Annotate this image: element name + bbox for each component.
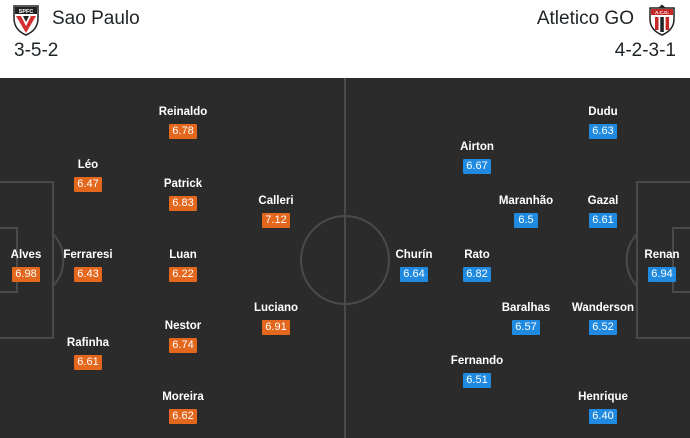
player-name: Churín <box>395 249 433 261</box>
player-rating: 6.52 <box>589 320 617 335</box>
player-rating: 6.61 <box>589 213 617 228</box>
player-rating: 6.74 <box>169 338 197 353</box>
away-player[interactable]: Churín 6.64 <box>374 249 454 282</box>
player-name: Wanderson <box>571 302 635 314</box>
pitch: Alves 6.98 Léo 6.47 Ferraresi 6.43 Rafin… <box>0 78 690 438</box>
player-rating: 6.61 <box>74 355 102 370</box>
player-name: Luciano <box>253 302 299 314</box>
home-player[interactable]: Alves 6.98 <box>0 249 66 282</box>
away-player[interactable]: Airton 6.67 <box>437 141 517 174</box>
player-name: Moreira <box>162 391 204 403</box>
away-player[interactable]: Baralhas 6.57 <box>486 302 566 335</box>
player-rating: 6.22 <box>169 267 197 282</box>
player-name: Patrick <box>163 178 203 190</box>
home-formation: 3-5-2 <box>14 40 59 61</box>
player-name: Fernando <box>450 355 504 367</box>
player-name: Calleri <box>258 195 294 207</box>
home-player[interactable]: Ferraresi 6.43 <box>48 249 128 282</box>
player-rating: 6.40 <box>589 409 617 424</box>
home-player[interactable]: Patrick 6.83 <box>143 178 223 211</box>
home-team-name[interactable]: Sao Paulo <box>52 8 140 29</box>
player-rating: 6.67 <box>463 159 491 174</box>
player-rating: 6.43 <box>74 267 102 282</box>
atletico-go-crest-icon: A.C.G. <box>649 4 675 36</box>
player-rating: 6.5 <box>514 213 538 228</box>
pitch-markings <box>0 78 690 438</box>
home-player[interactable]: Moreira 6.62 <box>143 391 223 424</box>
player-rating: 6.98 <box>12 267 40 282</box>
player-rating: 6.91 <box>262 320 290 335</box>
player-rating: 6.47 <box>74 177 102 192</box>
player-rating: 6.83 <box>169 196 197 211</box>
player-rating: 6.62 <box>169 409 197 424</box>
player-name: Léo <box>77 159 99 171</box>
player-rating: 6.64 <box>400 267 428 282</box>
player-name: Dudu <box>588 106 618 118</box>
player-name: Airton <box>460 141 494 153</box>
player-rating: 6.57 <box>512 320 540 335</box>
home-player[interactable]: Luciano 6.91 <box>236 302 316 335</box>
home-player[interactable]: Léo 6.47 <box>48 159 128 192</box>
home-player[interactable]: Reinaldo 6.78 <box>143 106 223 139</box>
away-formation: 4-2-3-1 <box>614 40 676 61</box>
home-player[interactable]: Calleri 7.12 <box>236 195 316 228</box>
player-name: Reinaldo <box>158 106 208 118</box>
away-player[interactable]: Fernando 6.51 <box>437 355 517 388</box>
sao-paulo-crest-icon: SPFC <box>13 5 39 36</box>
player-name: Ferraresi <box>63 249 113 261</box>
player-rating: 6.51 <box>463 373 491 388</box>
player-name: Luan <box>169 249 197 261</box>
player-rating: 6.94 <box>648 267 676 282</box>
match-header: SPFC Sao Paulo 3-5-2 Atletico GO A.C.G. … <box>0 0 690 78</box>
atletico-go-crest-text: A.C.G. <box>655 10 669 15</box>
sao-paulo-crest-text: SPFC <box>19 9 34 15</box>
player-name: Maranhão <box>498 195 554 207</box>
player-name: Renan <box>644 249 680 261</box>
home-player[interactable]: Nestor 6.74 <box>143 320 223 353</box>
away-player[interactable]: Dudu 6.63 <box>563 106 643 139</box>
away-team-name[interactable]: Atletico GO <box>536 8 634 29</box>
away-player[interactable]: Wanderson 6.52 <box>563 302 643 335</box>
player-rating: 6.63 <box>589 124 617 139</box>
away-player[interactable]: Maranhão 6.5 <box>486 195 566 228</box>
player-name: Nestor <box>164 320 202 332</box>
player-name: Baralhas <box>501 302 551 314</box>
home-player[interactable]: Rafinha 6.61 <box>48 337 128 370</box>
away-player[interactable]: Rato 6.82 <box>437 249 517 282</box>
away-player[interactable]: Gazal 6.61 <box>563 195 643 228</box>
player-name: Gazal <box>587 195 619 207</box>
player-rating: 6.78 <box>169 124 197 139</box>
away-player[interactable]: Renan 6.94 <box>622 249 690 282</box>
player-name: Henrique <box>578 391 628 403</box>
home-player[interactable]: Luan 6.22 <box>143 249 223 282</box>
player-rating: 6.82 <box>463 267 491 282</box>
player-name: Rato <box>464 249 490 261</box>
player-name: Rafinha <box>66 337 110 349</box>
away-player[interactable]: Henrique 6.40 <box>563 391 643 424</box>
player-rating: 7.12 <box>262 213 290 228</box>
player-name: Alves <box>10 249 42 261</box>
